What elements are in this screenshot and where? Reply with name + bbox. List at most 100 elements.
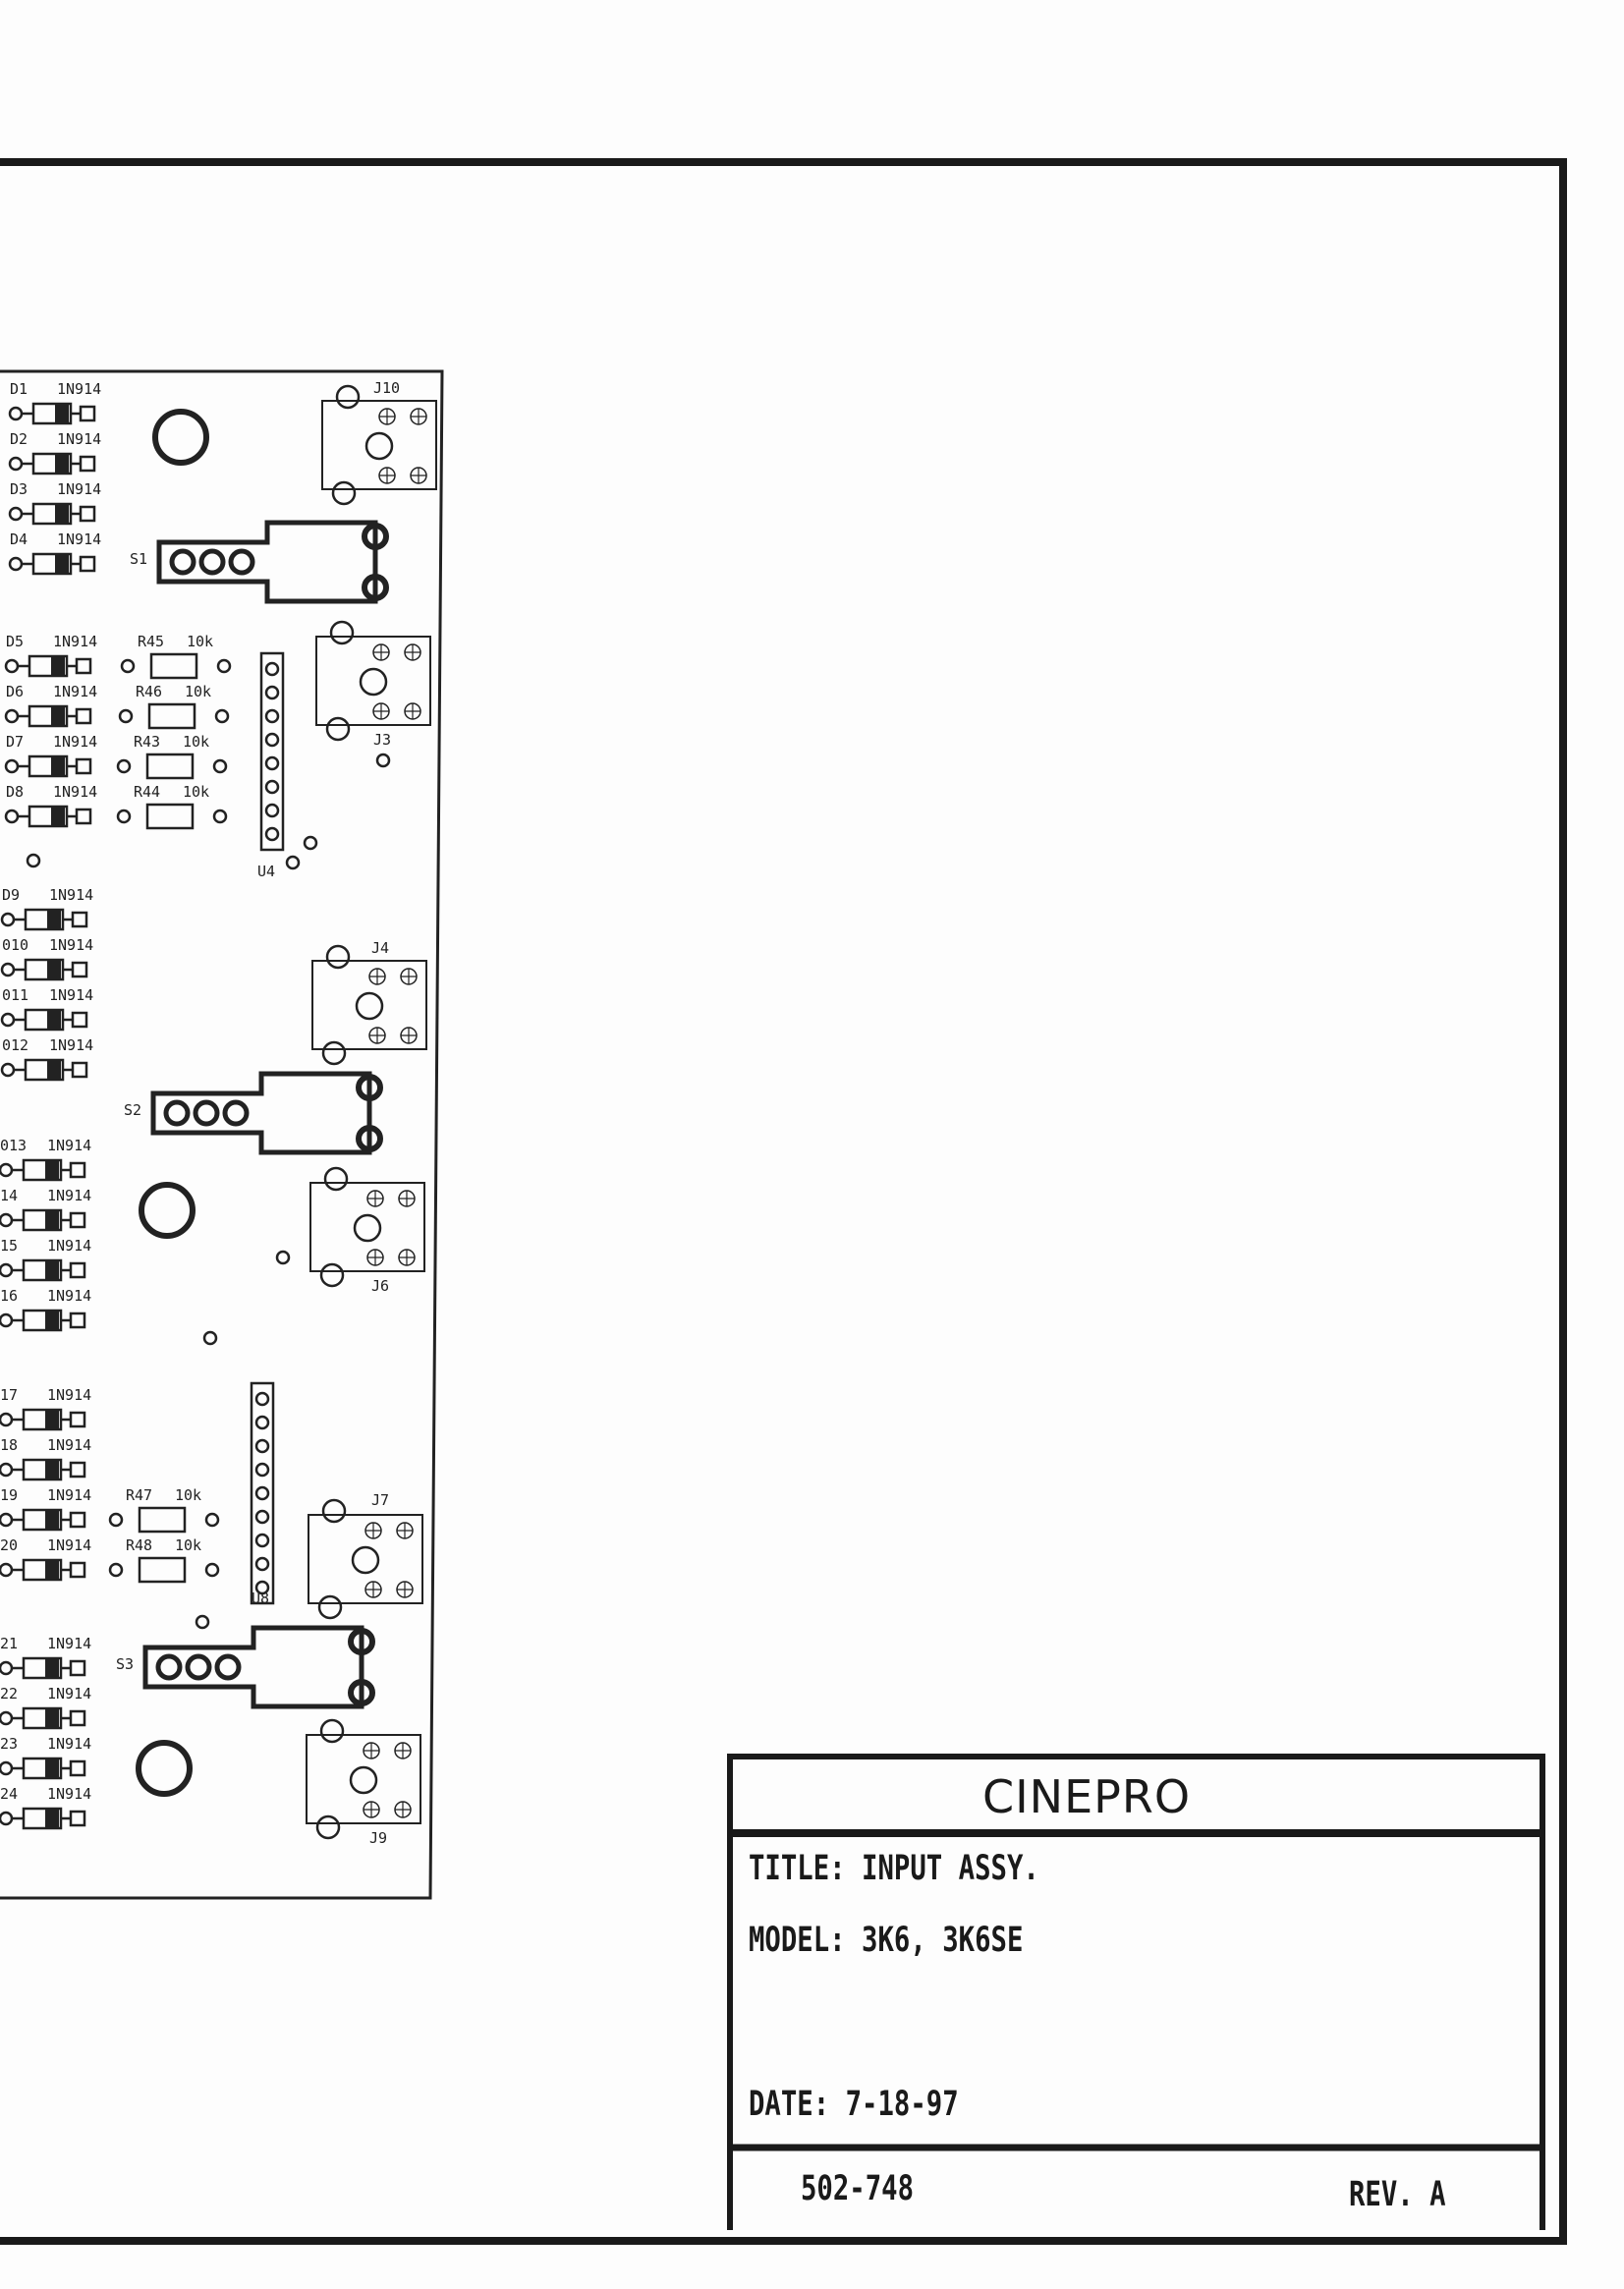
switch-pin [185,1653,212,1681]
pad [0,1262,14,1278]
diode-cathode-band [45,1210,59,1230]
pad [0,1660,14,1676]
resistor-body [138,1506,187,1534]
resistor-value-label: 10k [175,1536,201,1554]
pad [0,1012,16,1028]
pad [0,1562,14,1578]
jack-pad-cross [395,1802,411,1817]
pad [212,809,228,824]
diode-part-label: 1N914 [57,480,101,498]
diode-ref-label: 24 [0,1785,18,1803]
pad [108,1512,124,1528]
pad [0,1412,14,1427]
resistor-ref-label: R45 [138,633,164,650]
ic-pin [254,1580,270,1595]
ic-pin [264,803,280,818]
pad [8,406,24,421]
drawing-title: TITLE: INPUT ASSY. [749,1849,1039,1888]
diode-cathode-band [45,1560,59,1580]
diode-part-label: 1N914 [47,1137,91,1154]
ic-pin [264,661,280,677]
diode-part-label: 1N914 [47,1187,91,1204]
jack-tab [317,1594,343,1620]
jack-outline [309,1182,425,1272]
diode-part-label: 1N914 [47,1287,91,1305]
jack-pad-cross [399,1250,415,1265]
pad [0,1212,14,1228]
switch-lug [362,523,389,550]
jack-outline [315,636,431,726]
diode-cathode-band [47,910,61,929]
diode-part-label: 1N914 [49,886,93,904]
square-pad [71,1061,88,1079]
resistor-value-label: 10k [175,1486,201,1504]
pad [212,758,228,774]
switch-pin [169,548,196,576]
diode-cathode-band [55,404,69,423]
via [375,753,391,768]
diode-ref-label: 010 [2,936,28,954]
diode-cathode-band [47,1060,61,1080]
jack-tab [335,384,361,410]
diode-ref-label: 22 [0,1685,18,1703]
pad [4,809,20,824]
diode-cathode-band [45,1260,59,1280]
ic-ref-label: U8 [252,1590,269,1607]
jack-pad-cross [367,1191,383,1206]
jack-center-pin [349,1765,378,1795]
diode-cathode-band [45,1460,59,1479]
square-pad [69,1810,86,1827]
jack-ref-label: J10 [373,379,400,397]
diode-part-label: 1N914 [47,1536,91,1554]
switch-pin [228,548,255,576]
pad [108,1562,124,1578]
mounting-hole [136,1740,193,1797]
switch-lug [362,574,389,601]
mounting-hole [152,409,209,466]
pad [8,456,24,472]
jack-pad-cross [367,1250,383,1265]
jack-pad-cross [411,409,426,424]
resistor-body [145,753,195,780]
jack-outline [311,960,427,1050]
diode-ref-label: 15 [0,1237,18,1255]
jack-ref-label: J7 [371,1491,389,1509]
square-pad [79,555,96,573]
square-pad [69,1211,86,1229]
jack-pad-cross [411,468,426,483]
jack-center-pin [355,991,384,1021]
jack-pad-cross [399,1191,415,1206]
resistor-value-label: 10k [187,633,213,650]
diode-ref-label: 16 [0,1287,18,1305]
jack-pad-cross [364,1743,379,1759]
ic-pin [254,1556,270,1572]
diode-ref-label: 21 [0,1635,18,1652]
switch-ref-label: S3 [116,1655,134,1673]
switch-pin [155,1653,183,1681]
diode-cathode-band [45,1410,59,1429]
jack-center-pin [359,667,388,697]
square-pad [69,1461,86,1479]
diode-ref-label: D6 [6,683,24,700]
jack-tab [323,1166,349,1192]
pad [0,912,16,927]
diode-cathode-band [45,1510,59,1530]
ic-pin [254,1438,270,1454]
diode-ref-label: D5 [6,633,24,650]
diode-cathode-band [47,1010,61,1030]
jack-ref-label: J9 [369,1829,387,1847]
diode-part-label: 1N914 [57,530,101,548]
diode-cathode-band [47,960,61,979]
diode-ref-label: 18 [0,1436,18,1454]
diode-part-label: 1N914 [49,936,93,954]
diode-part-label: 1N914 [49,1036,93,1054]
switch-ref-label: S2 [124,1101,141,1119]
diode-ref-label: D8 [6,783,24,801]
drawing-revision: REV. A [1349,2175,1446,2214]
jack-tab [325,716,351,742]
square-pad [69,1709,86,1727]
square-pad [69,1511,86,1529]
square-pad [79,505,96,523]
pad [118,708,134,724]
